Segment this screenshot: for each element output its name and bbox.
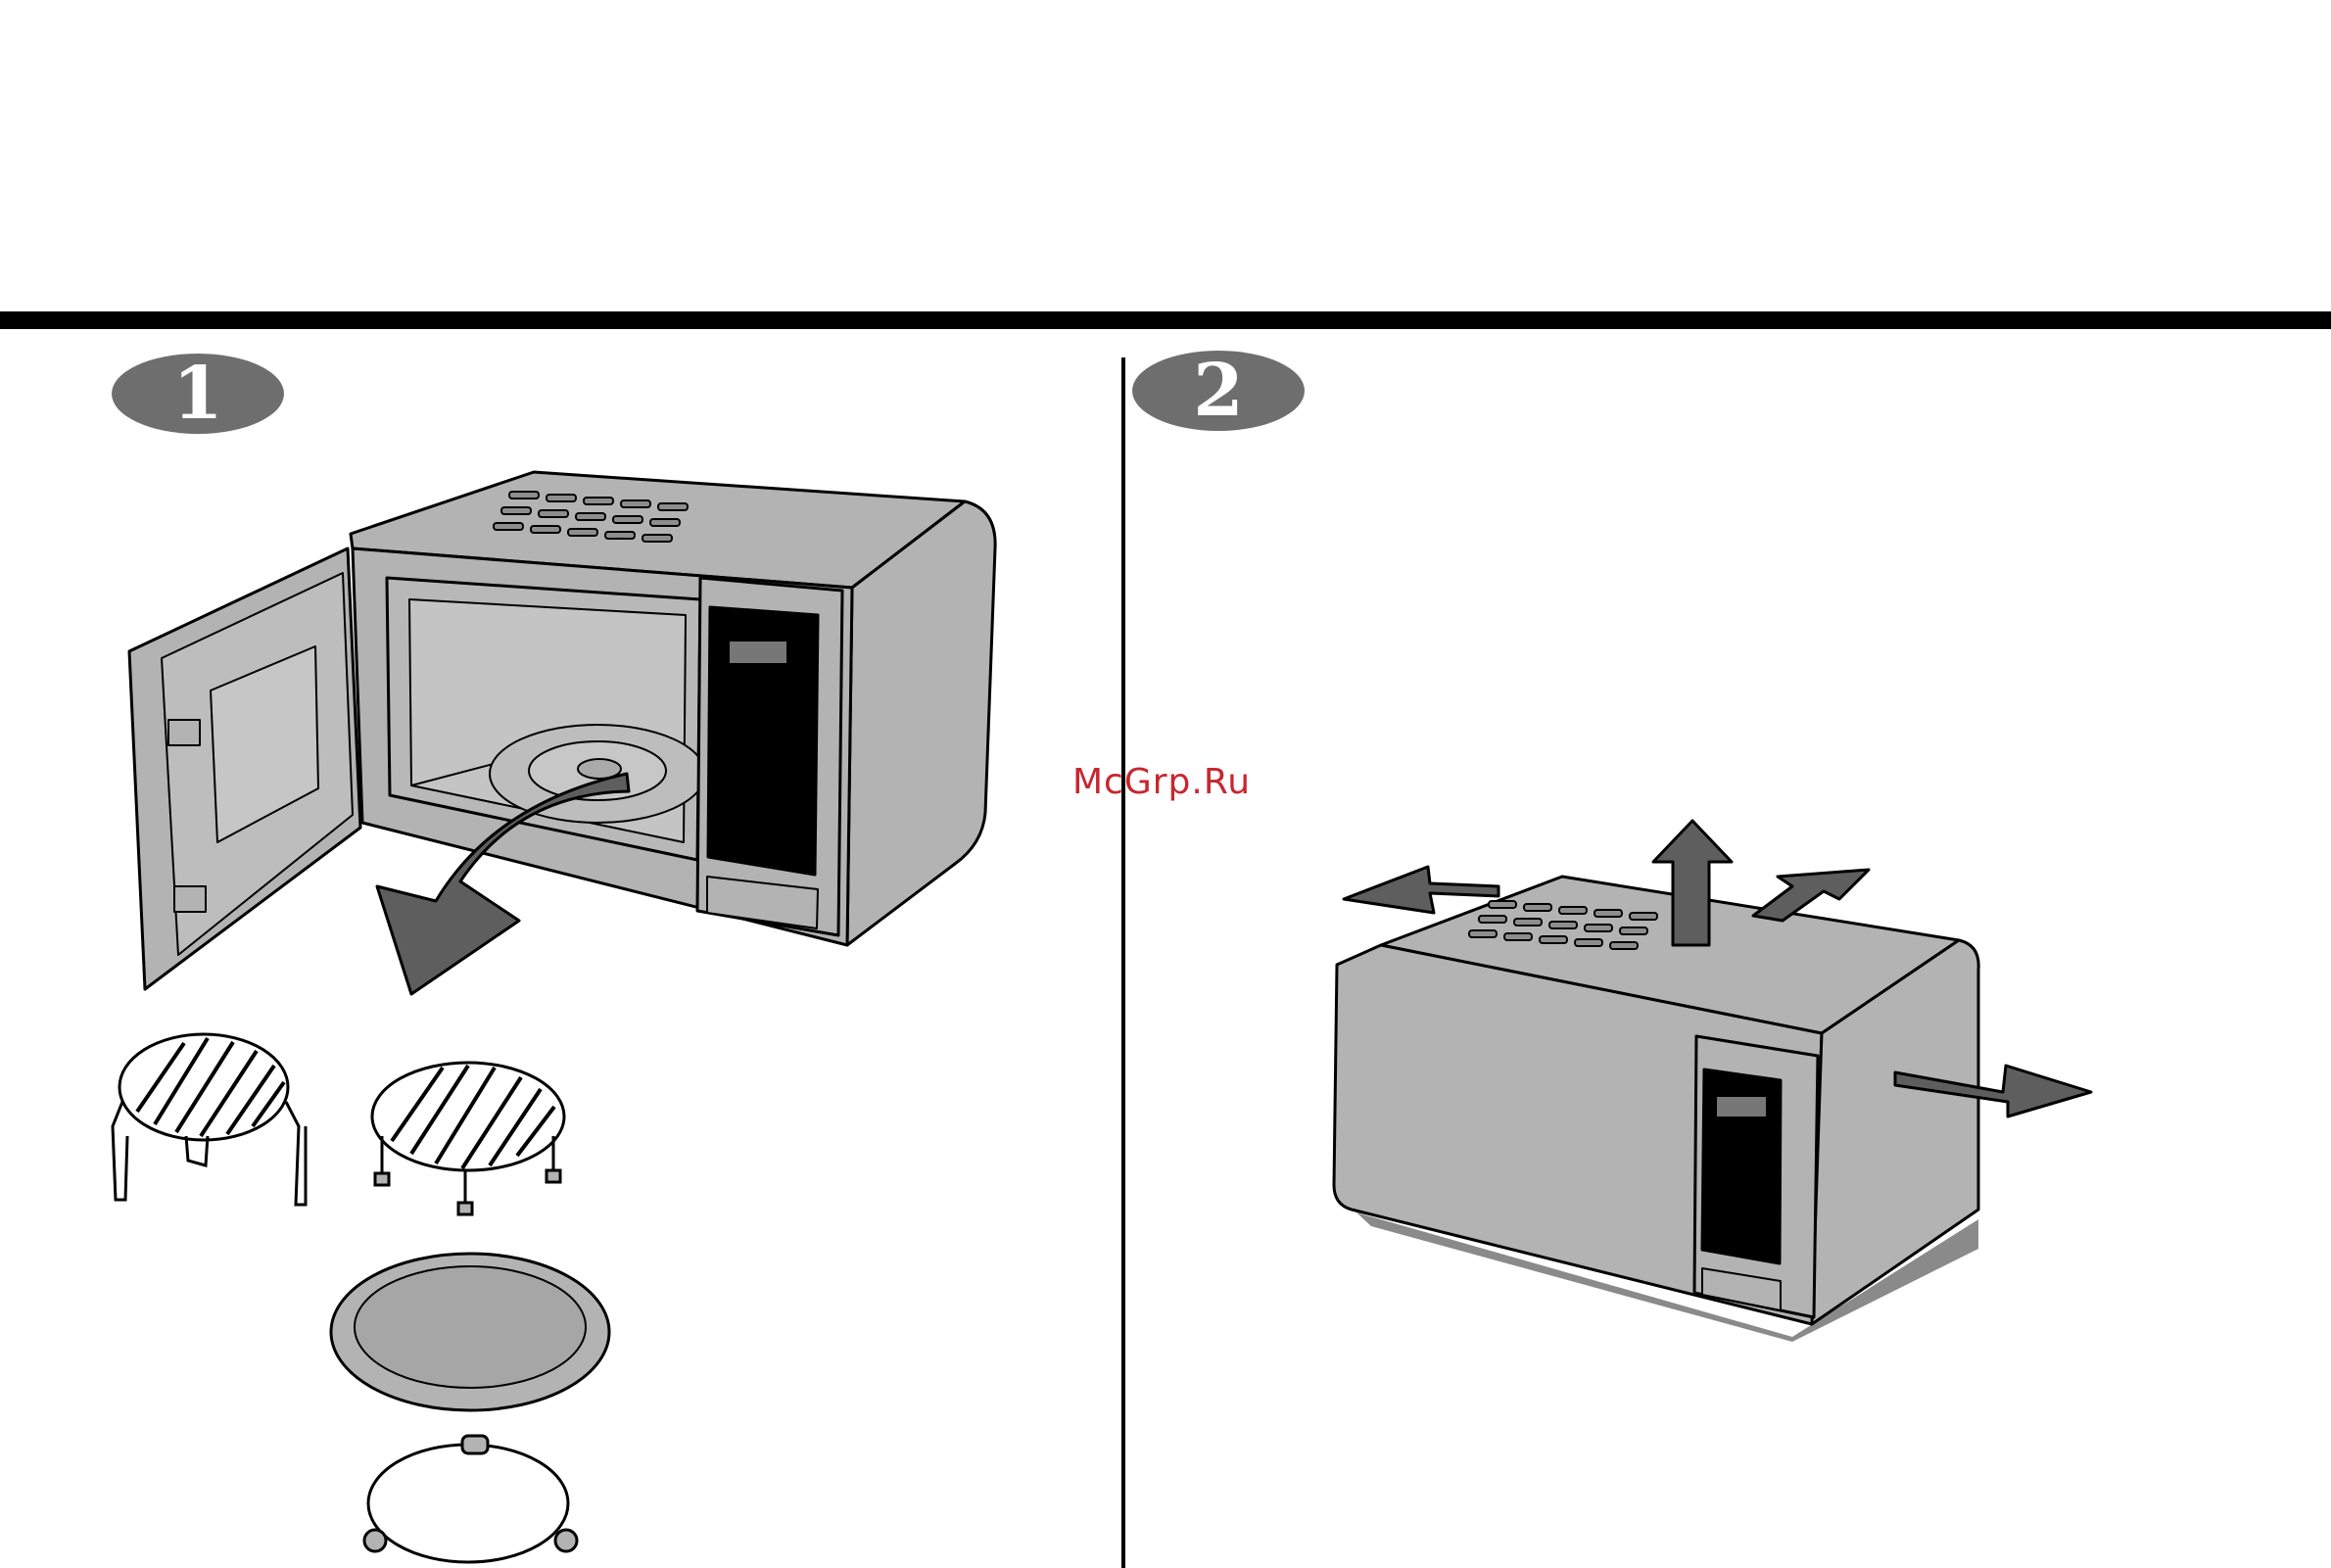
low-rack-illustration	[372, 1063, 564, 1214]
microwave-open-illustration	[129, 472, 995, 989]
clearance-arrow-left	[1344, 867, 1498, 913]
clearance-arrow-back	[1753, 870, 1869, 921]
glass-tray-illustration	[331, 1254, 609, 1410]
high-rack-illustration	[113, 1034, 306, 1205]
roller-ring-illustration	[364, 1436, 577, 1562]
watermark: McGrp.Ru	[1072, 762, 1251, 802]
microwave-closed-illustration	[1334, 877, 1978, 1342]
